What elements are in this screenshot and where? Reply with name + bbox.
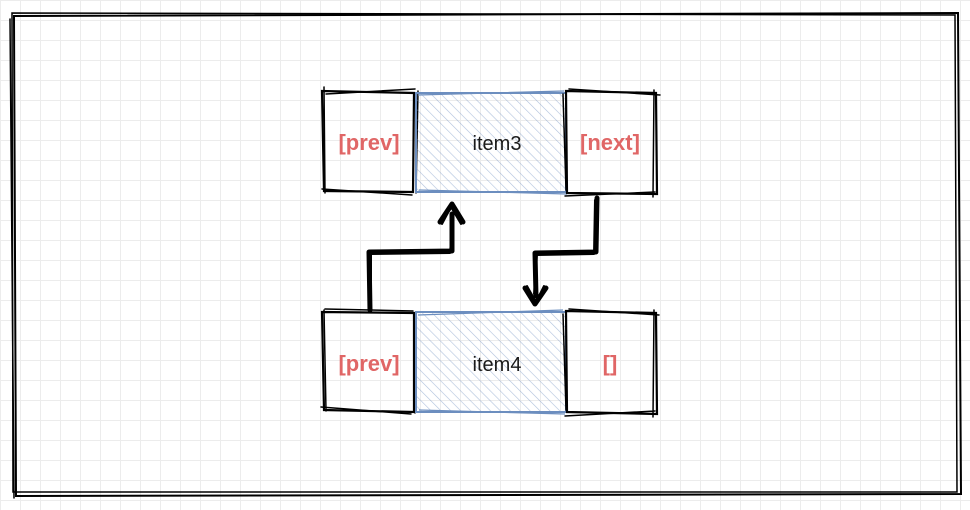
node1-prev-label: [prev] xyxy=(338,130,399,155)
prev-pointer-arrow xyxy=(366,201,466,313)
outer-frame xyxy=(9,11,963,499)
node1-item-cell xyxy=(415,90,568,195)
list-node-item4: [prev] item4 [] xyxy=(320,308,660,418)
node2-next-cell xyxy=(562,308,660,418)
node1-item-label: item3 xyxy=(473,133,522,155)
node1-next-cell xyxy=(562,88,661,198)
next-pointer-arrow xyxy=(522,195,600,307)
node2-item-label: item4 xyxy=(473,354,522,376)
node1-next-label: [next] xyxy=(580,130,640,155)
list-node-item3: [prev] item3 [next] xyxy=(320,86,661,198)
node2-next-label: [] xyxy=(603,351,618,376)
node2-prev-label: [prev] xyxy=(338,351,399,376)
